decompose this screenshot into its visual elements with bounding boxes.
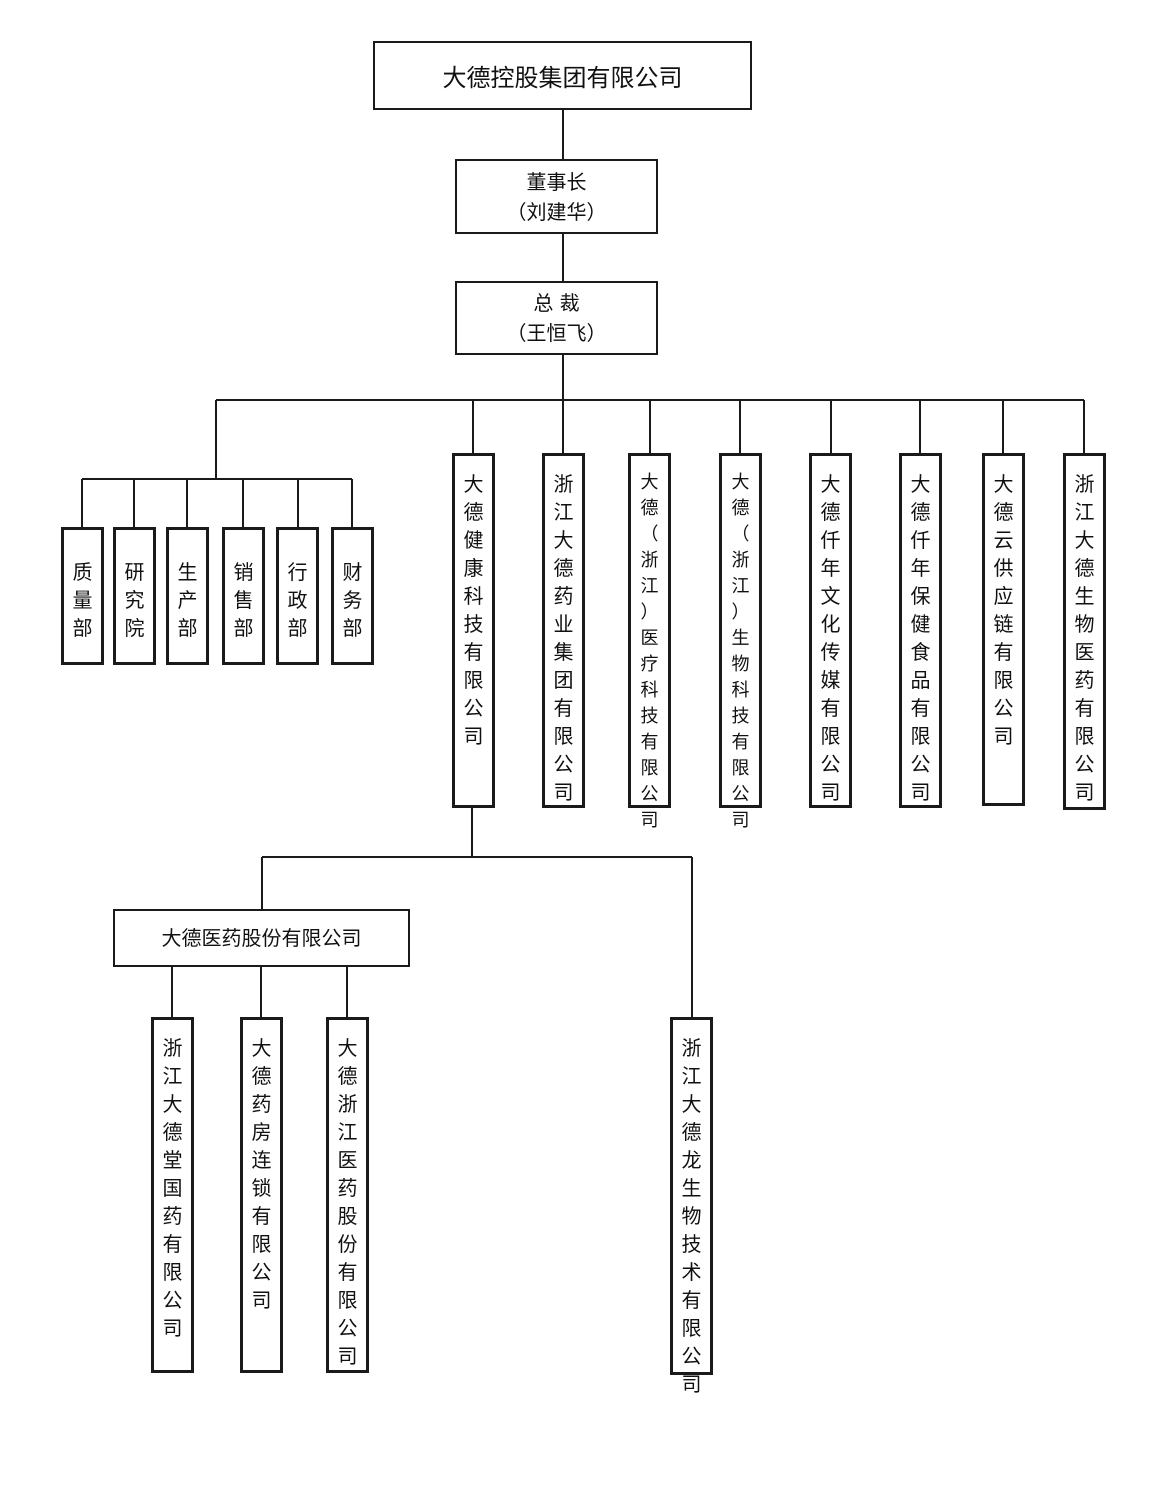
department-label: 销售部 bbox=[233, 560, 254, 640]
subsidiary-label: 浙江大德药业集团有限公司 bbox=[553, 472, 574, 804]
holding-box: 大德医药股份有限公司 bbox=[113, 909, 410, 967]
department-box: 质量部 bbox=[61, 527, 104, 665]
holding-sub-label: 浙江大德堂国药有限公司 bbox=[162, 1036, 183, 1340]
subsidiary-label: 大德健康科技有限公司 bbox=[463, 472, 484, 748]
subsidiary-label: 大德仟年文化传媒有限公司 bbox=[820, 472, 841, 804]
subsidiary-label: 浙江大德生物医药有限公司 bbox=[1074, 472, 1095, 804]
health-sub-label: 浙江大德龙生物技术有限公司 bbox=[681, 1036, 702, 1396]
company-box: 大德控股集团有限公司 bbox=[373, 41, 752, 110]
subsidiary-box: 大德健康科技有限公司 bbox=[452, 453, 495, 808]
department-label: 生产部 bbox=[177, 560, 198, 640]
subsidiary-box: 大德（浙江）生物科技有限公司 bbox=[719, 453, 762, 831]
subsidiary-box: 大德（浙江）医疗科技有限公司 bbox=[628, 453, 671, 831]
company-name: 大德控股集团有限公司 bbox=[442, 64, 683, 92]
holding-sub-box: 大德药房连锁有限公司 bbox=[240, 1017, 283, 1373]
department-box: 生产部 bbox=[166, 527, 209, 665]
holding-sub-label: 大德药房连锁有限公司 bbox=[251, 1036, 272, 1312]
holding-sub-label: 大德浙江医药股份有限公司 bbox=[337, 1036, 358, 1368]
president-name: （王恒飞） bbox=[506, 321, 607, 345]
subsidiary-box: 大德云供应链有限公司 bbox=[982, 453, 1025, 806]
department-box: 财务部 bbox=[331, 527, 374, 665]
chairman-name: （刘建华） bbox=[506, 199, 607, 224]
department-box: 销售部 bbox=[222, 527, 265, 665]
department-label: 质量部 bbox=[72, 560, 93, 640]
holding-sub-box: 浙江大德堂国药有限公司 bbox=[151, 1017, 194, 1373]
chairman-box: 董事长 （刘建华） bbox=[455, 159, 658, 234]
subsidiary-box: 大德仟年文化传媒有限公司 bbox=[809, 453, 852, 808]
holding-sub-box: 大德浙江医药股份有限公司 bbox=[326, 1017, 369, 1373]
subsidiary-label: 大德云供应链有限公司 bbox=[993, 472, 1014, 748]
subsidiary-box: 大德仟年保健食品有限公司 bbox=[899, 453, 942, 808]
subsidiary-label: 大德（浙江）生物科技有限公司 bbox=[731, 472, 750, 831]
subsidiary-box: 浙江大德生物医药有限公司 bbox=[1063, 453, 1106, 810]
department-box: 行政部 bbox=[276, 527, 319, 665]
health-sub-box: 浙江大德龙生物技术有限公司 bbox=[670, 1017, 713, 1396]
chairman-title: 董事长 bbox=[526, 169, 587, 194]
president-box: 总 裁 （王恒飞） bbox=[455, 281, 658, 355]
holding-name: 大德医药股份有限公司 bbox=[161, 926, 362, 950]
department-label: 研究院 bbox=[124, 560, 145, 640]
department-label: 财务部 bbox=[342, 560, 363, 640]
subsidiary-label: 大德仟年保健食品有限公司 bbox=[910, 472, 931, 804]
department-box: 研究院 bbox=[113, 527, 156, 665]
subsidiary-box: 浙江大德药业集团有限公司 bbox=[542, 453, 585, 808]
department-label: 行政部 bbox=[287, 560, 308, 640]
president-title: 总 裁 bbox=[533, 291, 580, 315]
subsidiary-label: 大德（浙江）医疗科技有限公司 bbox=[640, 472, 659, 831]
